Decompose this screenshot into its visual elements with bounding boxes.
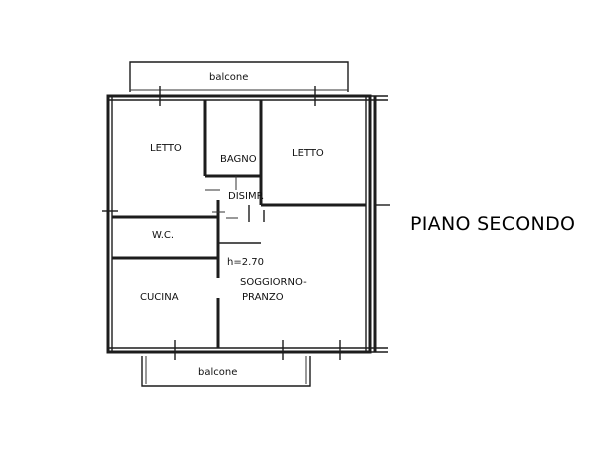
room-label-living-line1: SOGGIORNO- bbox=[240, 277, 307, 288]
room-label-bedroom-left: LETTO bbox=[150, 143, 182, 154]
adjacent-unit-edge bbox=[370, 95, 390, 353]
ceiling-height-label: h=2.70 bbox=[227, 257, 264, 268]
balcony-top-label: balcone bbox=[209, 72, 248, 83]
interior-walls bbox=[112, 100, 366, 348]
room-label-wc: W.C. bbox=[152, 230, 174, 241]
floor-title: PIANO SECONDO bbox=[410, 213, 575, 235]
balcony-bottom: balcone bbox=[141, 356, 311, 387]
balcony-bottom-label: balcone bbox=[198, 367, 237, 378]
balcony-top: balcone bbox=[129, 61, 349, 92]
door-openings bbox=[205, 95, 240, 219]
room-label-bathroom: BAGNO bbox=[220, 154, 257, 165]
room-label-hallway: DISIMP. bbox=[228, 191, 264, 202]
room-label-kitchen: CUCINA bbox=[140, 292, 179, 303]
room-label-living-line2: PRANZO bbox=[242, 292, 284, 303]
outer-walls bbox=[106, 94, 372, 354]
windows bbox=[102, 86, 346, 360]
room-label-bedroom-right: LETTO bbox=[292, 148, 324, 159]
